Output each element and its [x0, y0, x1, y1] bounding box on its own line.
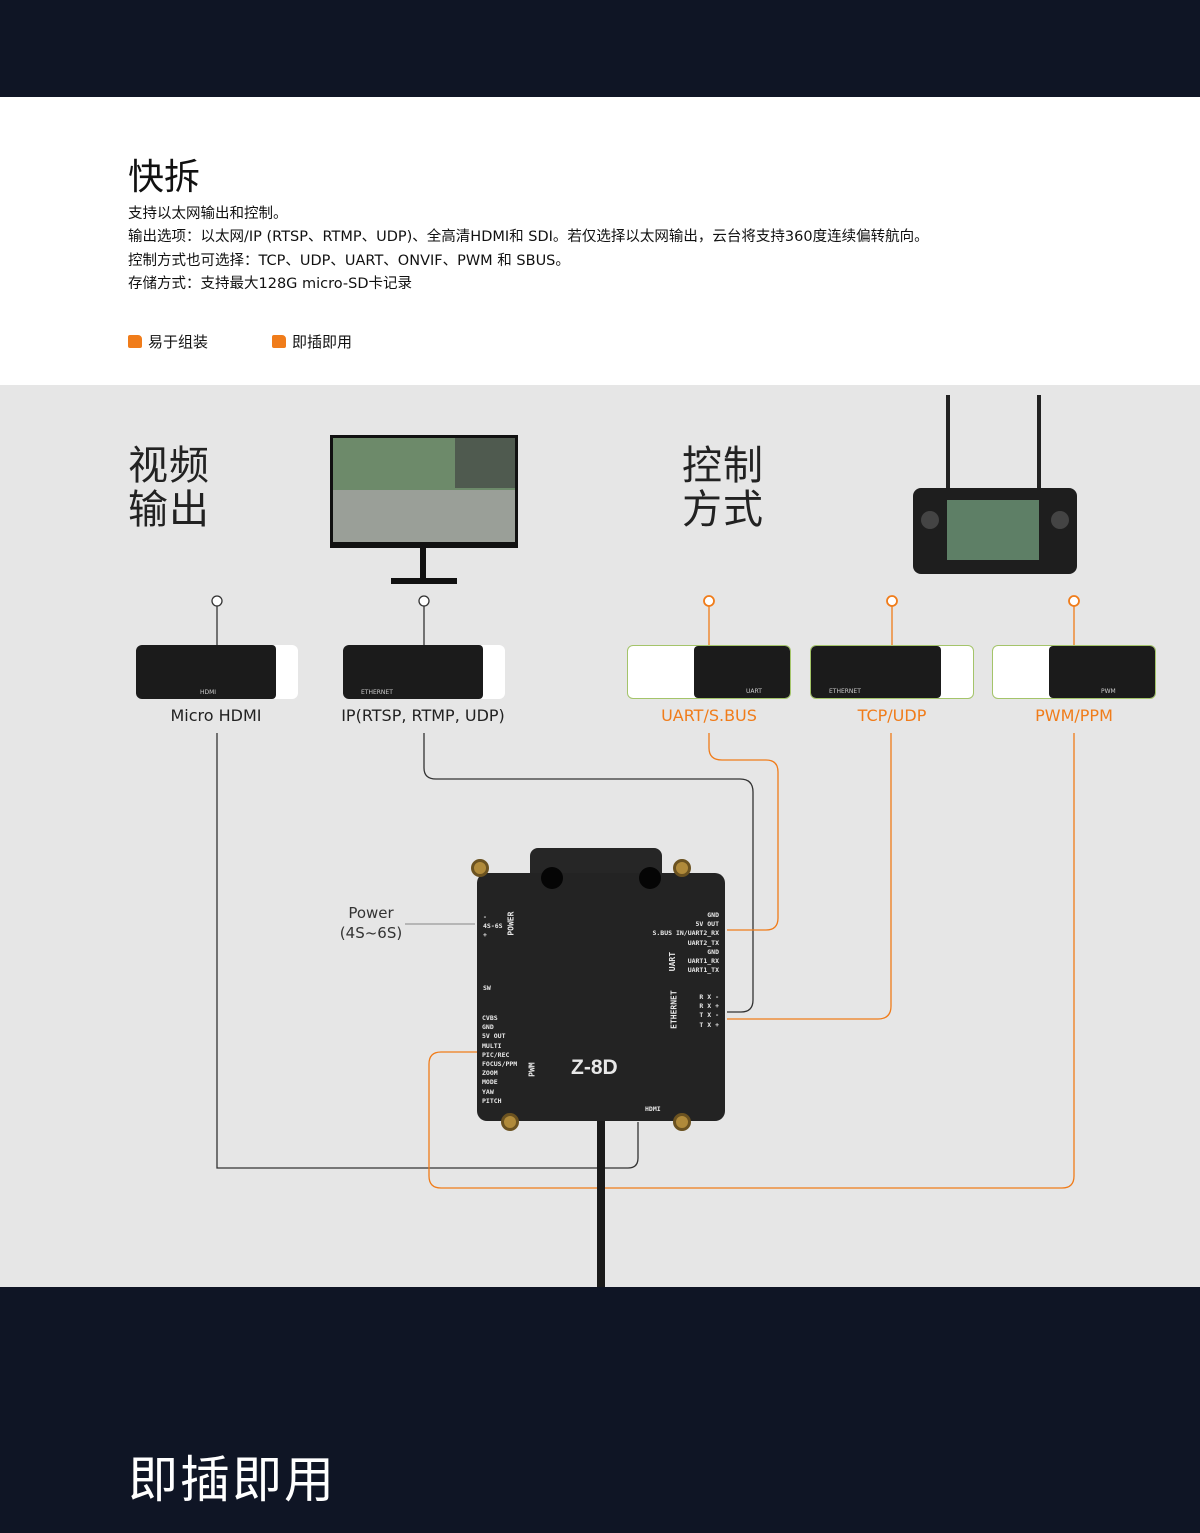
tcp-udp-label: TCP/UDP [857, 706, 927, 725]
device-model: Z-8D [571, 1056, 618, 1079]
pwm-ppm-label: PWM/PPM [1035, 706, 1113, 725]
feature-label: 即插即用 [292, 333, 353, 351]
desc-line: 输出选项：以太网/IP (RTSP、RTMP、UDP)、全高清HDMI和 SDI… [128, 229, 929, 246]
screw-icon [471, 859, 489, 877]
ethernet-pins: R X - R X + T X - T X + [699, 993, 719, 1029]
mount-hole [541, 867, 563, 889]
cable [597, 1115, 605, 1287]
section-title: 快拆 [128, 157, 201, 198]
thumbs-up-icon [272, 335, 286, 348]
uart-sbus-label: UART/S.BUS [661, 706, 757, 725]
bottom-band [0, 1287, 1200, 1533]
tcp-module: ETHERNET [810, 645, 974, 699]
uart-module: UART [627, 645, 791, 699]
control-method-title: 控制方式 [682, 443, 764, 533]
pwm-pins: CVBS GND 5V OUT MULTI PIC/REC FOCUS/PPM … [482, 1014, 518, 1105]
video-output-title: 视频输出 [128, 443, 210, 533]
pwm-module: PWM [992, 645, 1156, 699]
screw-icon [501, 1113, 519, 1131]
ethernet-port-label: ETHERNET [669, 990, 679, 1029]
ip-label: IP(RTSP, RTMP, UDP) [341, 706, 505, 725]
feature-plug-and-play: 即插即用 [272, 331, 352, 352]
intro-section [0, 97, 1200, 385]
screw-icon [673, 859, 691, 877]
footer-title: 即插即用 [128, 1451, 336, 1509]
desc-line: 控制方式也可选择：TCP、UDP、UART、ONVIF、PWM 和 SBUS。 [128, 252, 570, 269]
remote-controller-image [913, 395, 1077, 574]
thumbs-up-icon [128, 335, 142, 348]
hdmi-port-label: HDMI [645, 1105, 661, 1113]
power-pins: - 4S-6S + [483, 913, 503, 940]
ethernet-video-module: ETHERNET [343, 645, 505, 699]
micro-hdmi-module: HDMI [136, 645, 298, 699]
feature-easy-assembly: 易于组装 [128, 331, 208, 352]
mount-hole [639, 867, 661, 889]
top-band [0, 0, 1200, 97]
z8d-device: - 4S-6S + POWER SW GND 5V OUT S.BUS IN/U… [471, 859, 725, 1131]
feature-label: 易于组装 [148, 333, 209, 351]
sw-label: SW [483, 984, 491, 992]
pwm-port-label: PWM [527, 1062, 537, 1077]
micro-hdmi-label: Micro HDMI [170, 706, 262, 725]
uart-pins: GND 5V OUT S.BUS IN/UART2_RX UART2_TX GN… [652, 911, 719, 975]
screw-icon [673, 1113, 691, 1131]
desc-line: 存储方式：支持最大128G micro-SD卡记录 [128, 275, 413, 292]
power-label: Power(4S~6S) [339, 904, 403, 942]
power-port-label: POWER [506, 911, 516, 936]
uart-port-label: UART [668, 951, 678, 972]
monitor-image [330, 435, 518, 584]
desc-line: 支持以太网输出和控制。 [128, 206, 288, 222]
description: 支持以太网输出和控制。 输出选项：以太网/IP (RTSP、RTMP、UDP)、… [128, 203, 929, 296]
